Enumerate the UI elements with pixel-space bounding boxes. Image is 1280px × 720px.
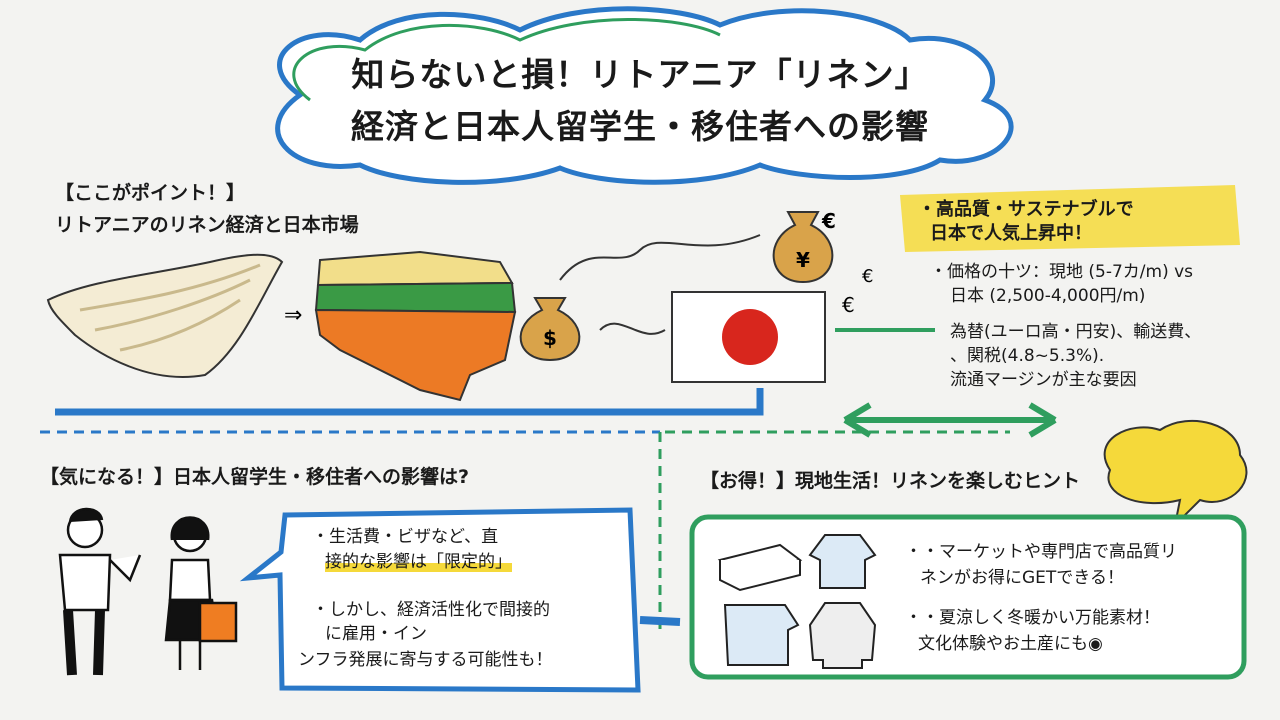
- tip-cloud: [1103, 420, 1248, 529]
- title-line-2: 経済と日本人留学生・移住者への影響: [351, 107, 929, 146]
- linen-fabric-illustration: [46, 253, 284, 378]
- tip-text-4: 文化体験やお土産にも◉: [918, 634, 1103, 654]
- price-line-1: ・価格の十ツ：現地 (5-7カ/m) vs: [930, 262, 1194, 282]
- title-line-1: 知らないと損！リトアニア「リネン」: [351, 55, 929, 94]
- arrow-icon: ⇒: [284, 303, 302, 328]
- woman-illustration: [164, 516, 238, 670]
- highlight-line-1: ・高品質・サステナブルで: [918, 199, 1134, 220]
- tips-label: 【お得！】現地生活！リネンを楽しむヒント: [700, 470, 1081, 492]
- striped-shirt-icon: [808, 534, 877, 589]
- tip-text-1: ・・マーケットや専門店で高品質リ: [905, 542, 1177, 562]
- impact-text-2-highlight: 接的な影響は「限定的」: [325, 552, 512, 572]
- euro-icon: €: [862, 266, 873, 287]
- tip-text-2: ネンがお得にGETできる！: [920, 568, 1124, 588]
- yen-bag-icon: ¥: [772, 211, 834, 284]
- point-label: 【ここがポイント！】: [55, 182, 246, 204]
- impact-text-2: 接的な影響は「限定的」: [325, 550, 512, 574]
- impact-text-4: に雇用・イン: [325, 624, 427, 644]
- impact-text-3: ・しかし、経済活性化で間接的: [312, 600, 550, 620]
- euro-icon: €: [842, 293, 855, 317]
- lithuania-flag-map: [314, 250, 517, 402]
- dollar-bag-icon: $: [519, 297, 581, 362]
- impact-label: 【気になる！】日本人留学生・移住者への影響は?: [40, 466, 470, 488]
- svg-text:$: $: [543, 326, 557, 350]
- exchange-arrow: [843, 402, 1057, 438]
- euro-icon: €: [821, 209, 836, 233]
- man-illustration: [58, 507, 142, 676]
- price-line-2: 日本 (2,500-4,000円/m): [950, 286, 1146, 306]
- japan-flag: [671, 291, 826, 383]
- svg-text:¥: ¥: [796, 248, 810, 272]
- title-cloud: [275, 6, 1014, 185]
- impact-text-1: ・生活費・ビザなど、直: [312, 527, 499, 547]
- tip-text-3: ・・夏涼しく冬暖かい万能素材！: [905, 608, 1160, 628]
- factors-line-2: 、関税(4.8~5.3%).: [950, 346, 1105, 366]
- striped-towel-icon: [723, 604, 800, 666]
- impact-text-5: ンフラ発展に寄与する可能性も！: [298, 650, 553, 670]
- factors-line-3: 流通マージンが主な要因: [950, 370, 1137, 390]
- point-subtitle: リトアニアのリネン経済と日本市場: [55, 214, 359, 236]
- folded-linen-icon: [717, 543, 803, 592]
- sweater-icon: [808, 602, 877, 669]
- factors-line-1: 為替(ユーロ高・円安)、輸送費、: [950, 322, 1202, 342]
- highlight-line-2: 日本で人気上昇中！: [930, 223, 1092, 244]
